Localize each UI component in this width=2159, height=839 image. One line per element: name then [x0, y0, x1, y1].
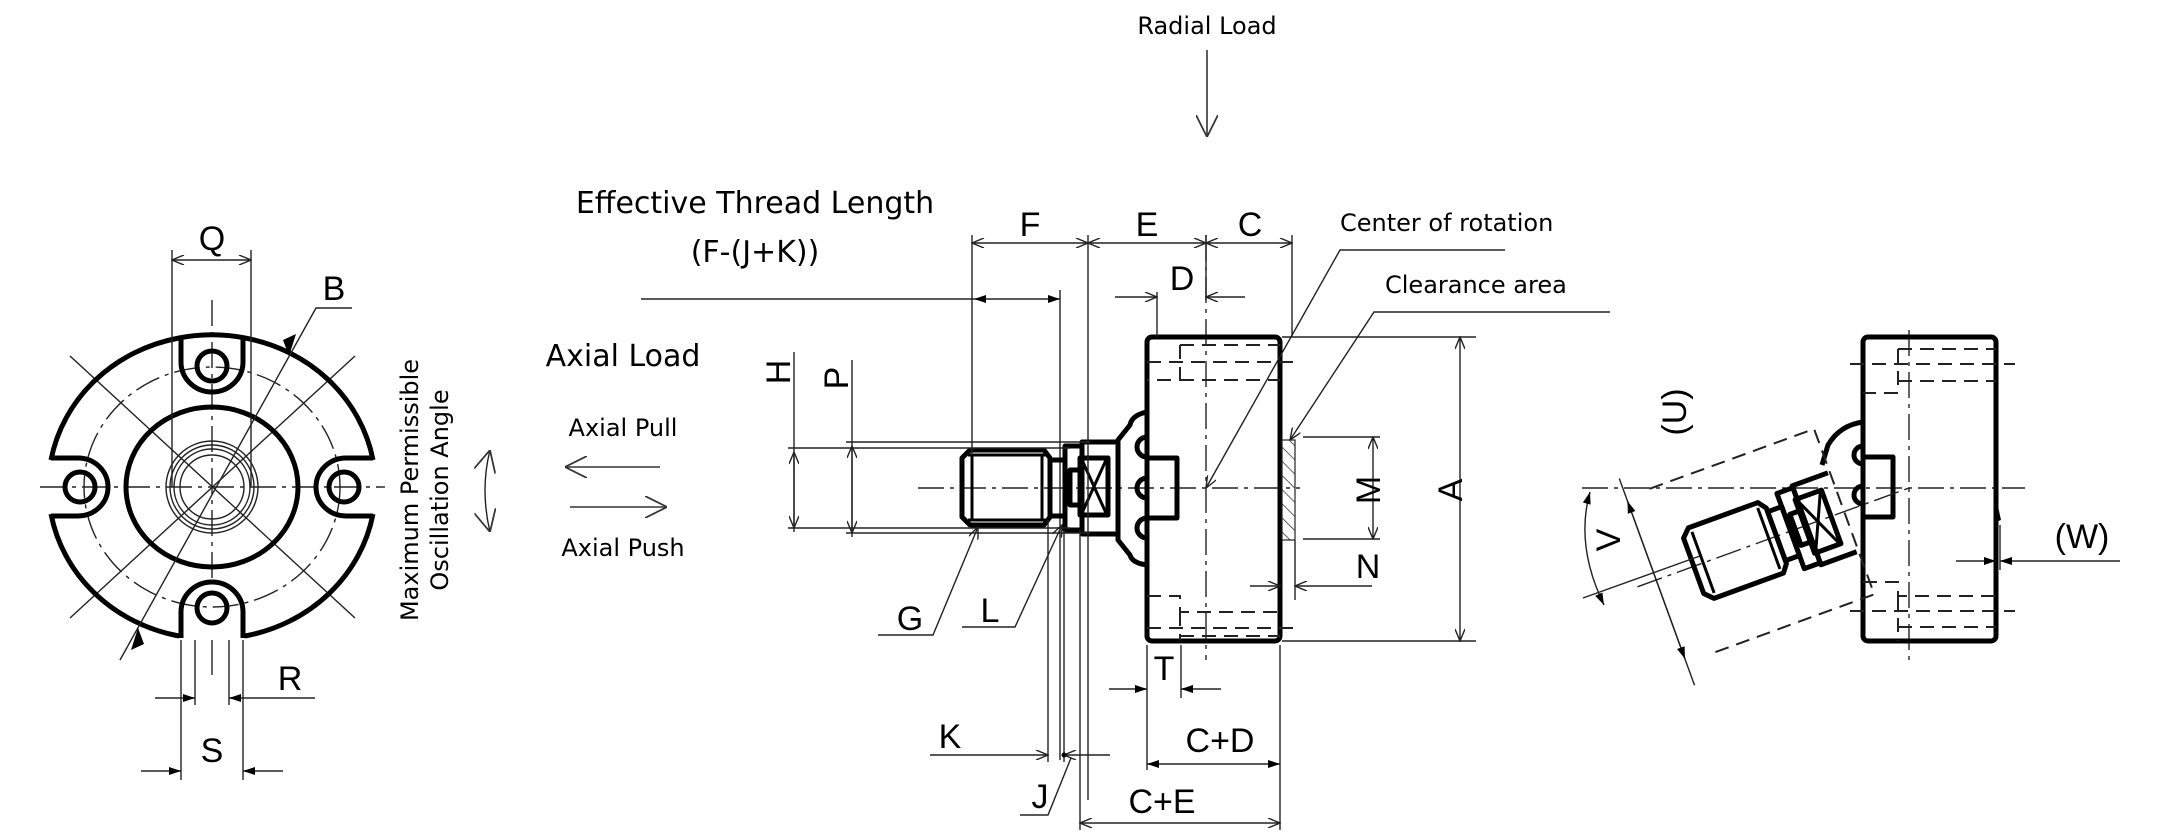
oscillation-arrow-icon [485, 450, 490, 532]
collar [1062, 443, 1085, 533]
tilted-stud [1618, 427, 1910, 686]
center-of-rotation-label: Center of rotation [1340, 209, 1553, 237]
mounting-hole-top [194, 348, 230, 384]
hex-nut [1077, 455, 1111, 518]
mounting-hole-right [326, 469, 362, 505]
mounting-slot-left [51, 455, 111, 519]
dim-label-v: V [1590, 528, 1628, 551]
counterbore-hidden-bottom [1850, 581, 2015, 641]
hex-nut-cross [1796, 492, 1840, 551]
mounting-hole-bottom [194, 590, 230, 626]
counterbore-hidden-bottom [1147, 595, 1300, 640]
ball-bearings [1134, 434, 1148, 541]
dim-label-j: J [1032, 778, 1049, 816]
dim-label-r: R [278, 660, 303, 698]
housing-body [1860, 334, 1999, 644]
radial-load-note: Radial Load [1137, 12, 1277, 137]
clearance-area-leader [1290, 311, 1610, 440]
dim-label-c-plus-d: C+D [1186, 722, 1255, 760]
dim-label-l: L [981, 592, 1000, 630]
dim-label-q: Q [199, 220, 225, 258]
bore-ring [169, 444, 255, 530]
dim-label-m: M [1350, 476, 1388, 504]
bore-ring [173, 448, 251, 526]
dim-label-s: S [201, 732, 224, 770]
dim-label-c: C [1238, 206, 1263, 244]
effective-thread-length-note: Effective Thread Length (F-(J+K)) [576, 186, 1061, 760]
oscillation-label-line1: Maximum Permissible [396, 359, 424, 621]
j-dot [1061, 752, 1067, 758]
b-arrowhead [131, 628, 144, 650]
stud-axis [1637, 487, 1910, 588]
end-cap [1819, 419, 1864, 466]
j-leader-line [1020, 757, 1072, 816]
collar [1774, 485, 1823, 572]
dim-label-c-plus-e: C+E [1128, 783, 1195, 821]
flange-front-view: Q B R S [40, 220, 385, 780]
b-arrowhead [283, 334, 296, 356]
b-leader-line [119, 307, 352, 661]
axial-pull-label: Axial Pull [569, 414, 678, 442]
mounting-slot-bottom [178, 579, 246, 638]
mounting-slot-right [313, 455, 373, 519]
end-cap [1115, 409, 1148, 568]
mounting-slot-top [178, 338, 246, 395]
dim-label-b: B [323, 270, 346, 308]
ball-bearings [1851, 443, 1864, 507]
v-angle-leg [1582, 555, 1701, 599]
hex-nut [1792, 487, 1844, 556]
dim-label-w: (W) [2055, 518, 2110, 556]
mounting-hole-left [62, 469, 98, 505]
dim-label-e: E [1136, 206, 1159, 244]
hex-nut-cross [1080, 459, 1108, 514]
housing-body [1144, 334, 1283, 644]
inner-boss [123, 404, 301, 570]
joint-tilted-view: V (U) (W) [1582, 330, 2120, 686]
w-indicator [1996, 497, 2001, 522]
effective-thread-length-label: Effective Thread Length [576, 186, 934, 221]
socket [1144, 455, 1180, 521]
dim-label-g: G [897, 600, 923, 638]
dim-label-u: (U) [1656, 388, 1694, 435]
dim-label-f: F [1020, 206, 1041, 244]
dim-label-n: N [1356, 548, 1381, 586]
counterbore-hidden-top [1850, 348, 2015, 394]
u-dimension-line [1626, 500, 1686, 660]
counterbore-hidden-top [1147, 344, 1300, 381]
diagonal-centerline [69, 355, 356, 619]
dim-label-p: P [818, 367, 856, 390]
dim-label-t: T [1154, 650, 1175, 688]
clearance-area-hatch [1281, 439, 1296, 541]
bolt-circle [83, 366, 341, 608]
thread-line [1690, 531, 1716, 594]
socket [1860, 454, 1896, 520]
bore-ring [179, 454, 245, 520]
dim-label-h: H [760, 360, 798, 385]
outer-flange [48, 332, 376, 639]
oscillation-angle-note: Maximum Permissible Oscillation Angle [396, 359, 490, 621]
g-leader-line [878, 527, 978, 636]
axial-push-label: Axial Push [561, 534, 684, 562]
threaded-stud [959, 447, 1053, 528]
bore-ring [165, 440, 259, 534]
threaded-stud [1681, 500, 1789, 601]
radial-load-label: Radial Load [1137, 12, 1276, 40]
axial-load-notes: Axial Load Axial Pull Axial Push [546, 339, 701, 562]
thread-line [1756, 507, 1782, 570]
oscillation-label-line2: Oscillation Angle [426, 389, 454, 590]
axial-load-label: Axial Load [546, 339, 701, 374]
joint-side-view: F E C D H P G L K J [760, 206, 1610, 830]
dim-label-d: D [1170, 260, 1195, 298]
effective-thread-formula-label: (F-(J+K)) [691, 235, 820, 270]
center-of-rotation-leader [1206, 249, 1505, 488]
clearance-area-label: Clearance area [1385, 271, 1567, 299]
l-leader-line [962, 525, 1062, 628]
dim-label-a: A [1432, 478, 1470, 501]
dim-label-k: K [939, 718, 962, 756]
